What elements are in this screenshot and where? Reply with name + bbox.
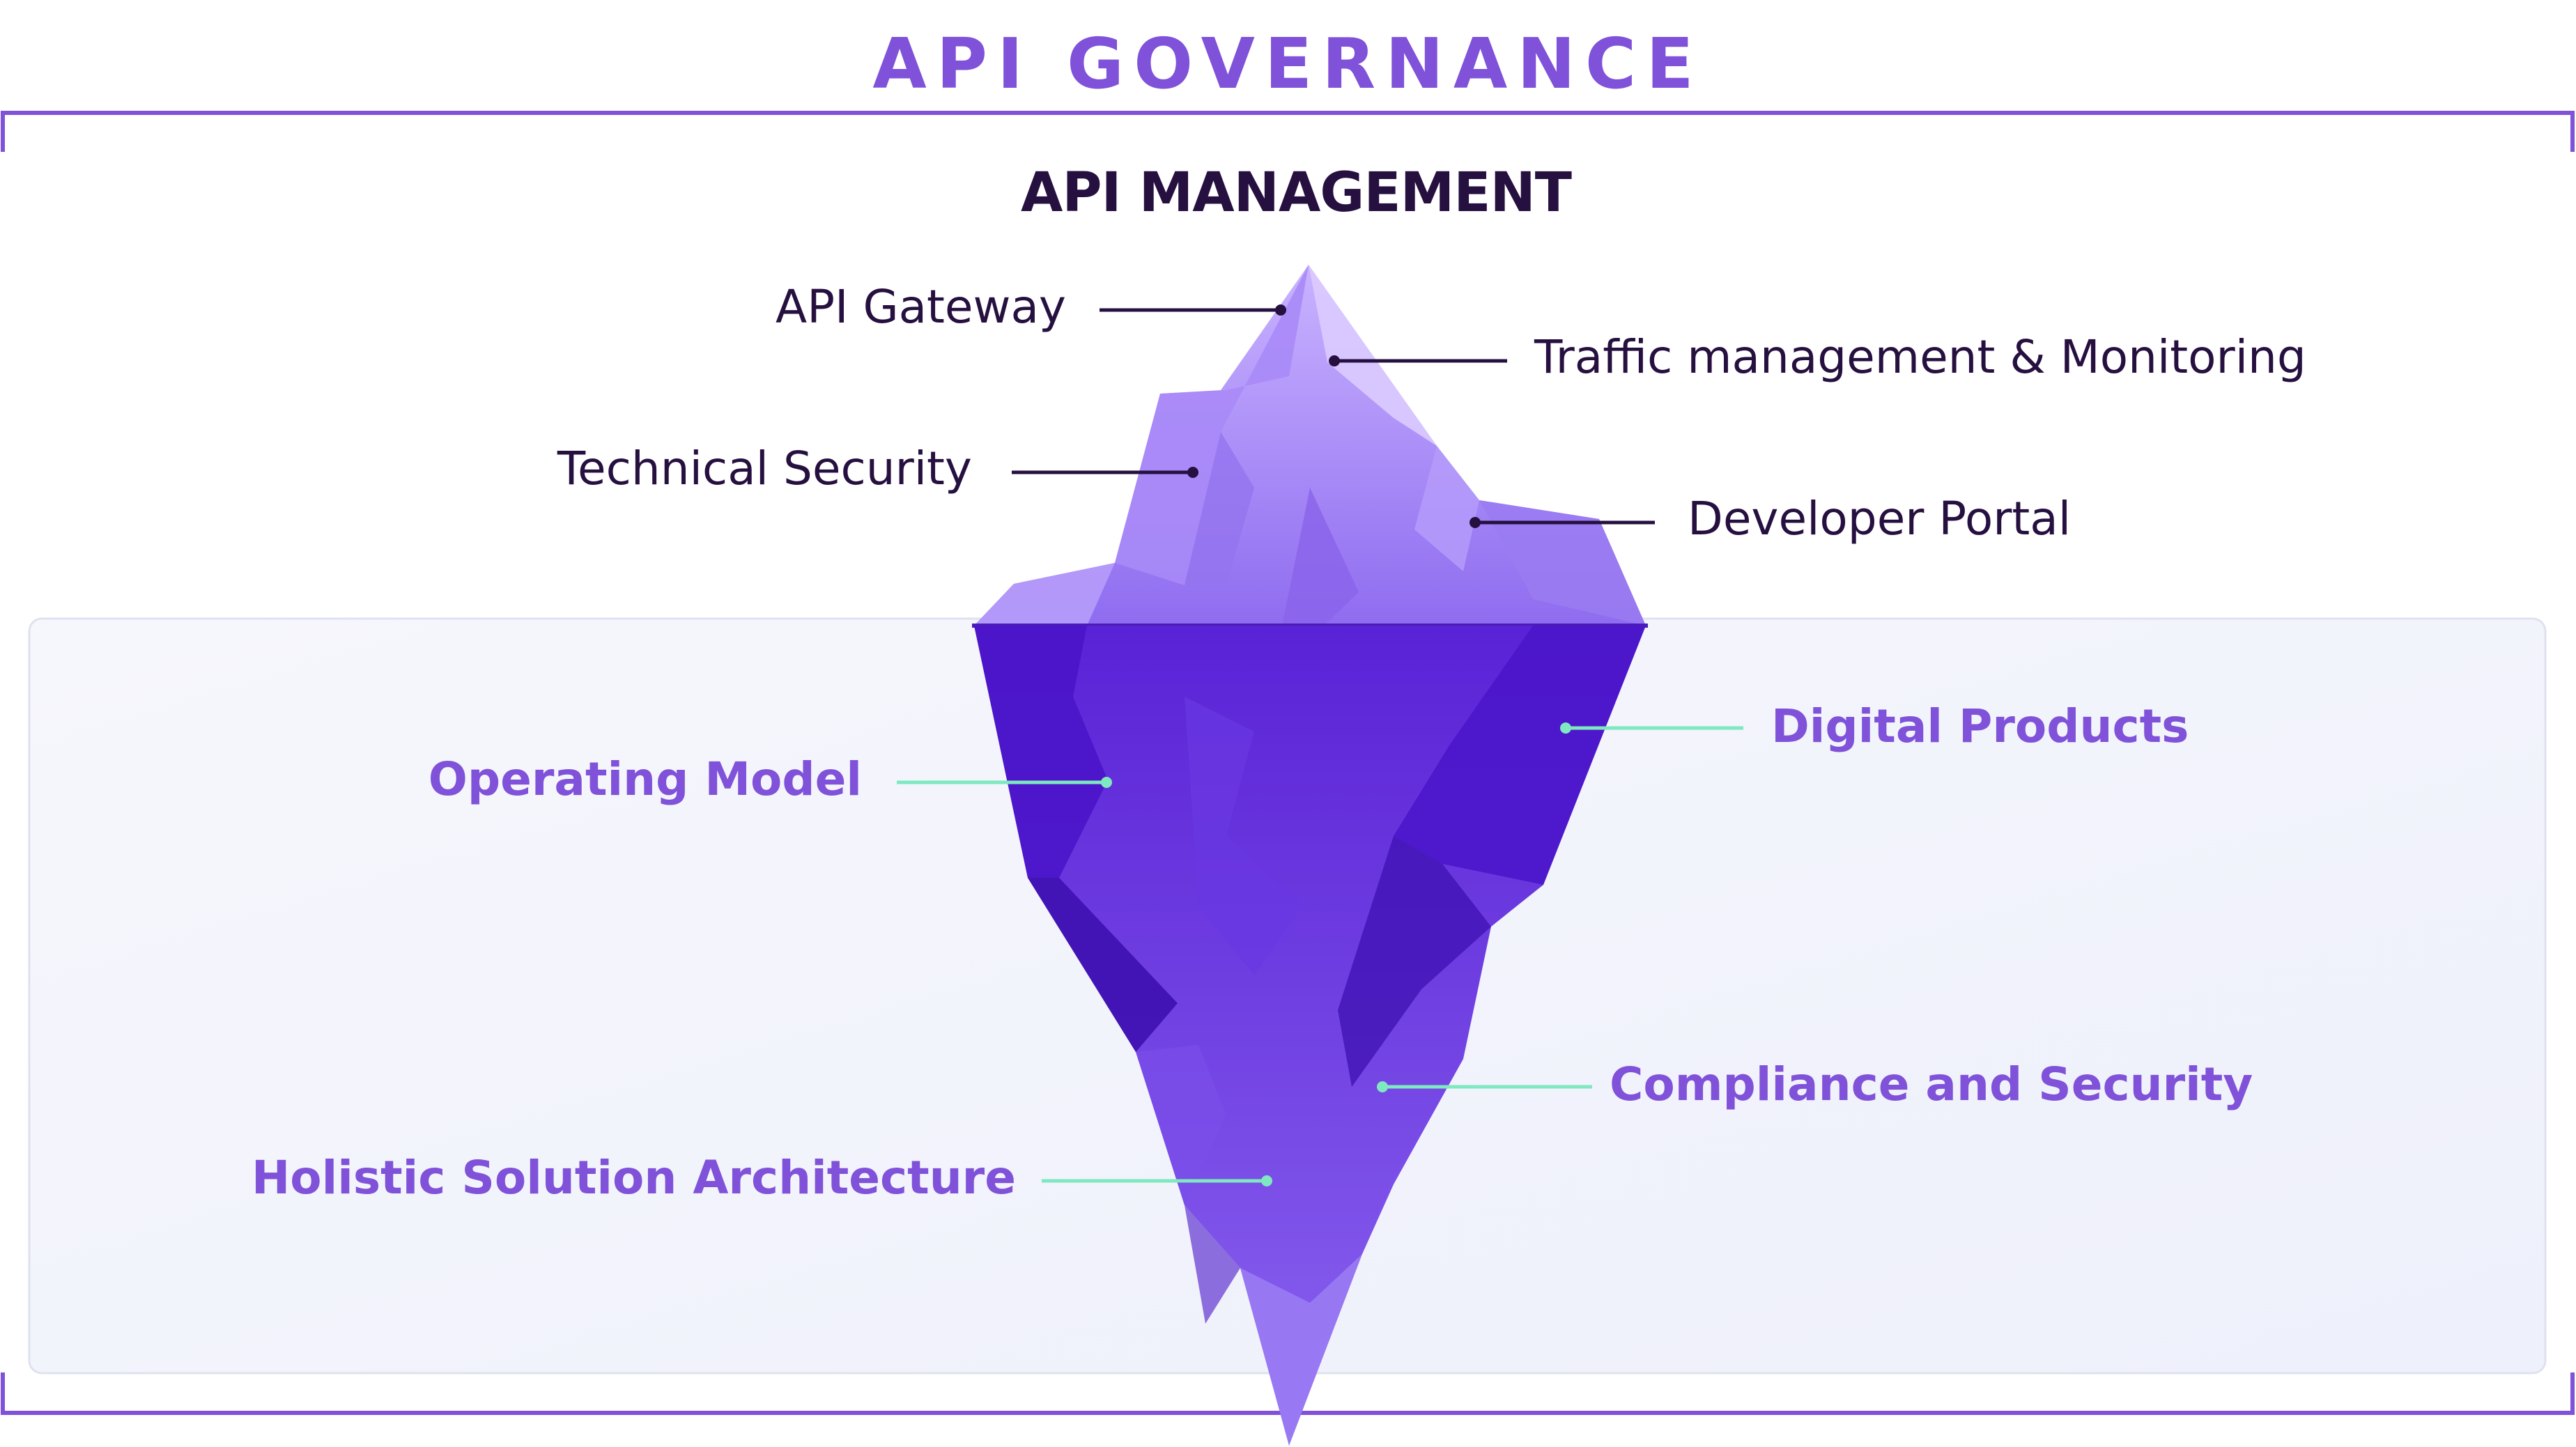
label-compliance-security: Compliance and Security bbox=[1610, 1058, 2253, 1111]
connector-compliance-security bbox=[1377, 1081, 1592, 1092]
diagram-subtitle: API MANAGEMENT bbox=[1020, 162, 1572, 224]
connector-digital-products bbox=[1560, 722, 1743, 734]
connector-holistic-architecture bbox=[1042, 1175, 1272, 1186]
connector-technical-security bbox=[1012, 467, 1198, 478]
label-developer-portal: Developer Portal bbox=[1688, 492, 2072, 545]
label-api-gateway: API Gateway bbox=[776, 280, 1066, 334]
connector-developer-portal bbox=[1470, 517, 1655, 528]
label-holistic-architecture: Holistic Solution Architecture bbox=[252, 1151, 1016, 1205]
iceberg-body bbox=[974, 626, 1646, 1446]
iceberg-tip bbox=[974, 265, 1646, 626]
label-technical-security: Technical Security bbox=[557, 442, 972, 495]
label-traffic-management: Traffic management & Monitoring bbox=[1534, 330, 2306, 384]
connector-api-gateway bbox=[1100, 304, 1286, 316]
label-digital-products: Digital Products bbox=[1771, 699, 2189, 753]
governance-bracket-top bbox=[1, 111, 2575, 152]
connector-operating-model bbox=[897, 777, 1112, 788]
connector-traffic-management bbox=[1329, 355, 1507, 366]
label-operating-model: Operating Model bbox=[428, 752, 862, 806]
diagram-title: API GOVERNANCE bbox=[872, 23, 1704, 105]
